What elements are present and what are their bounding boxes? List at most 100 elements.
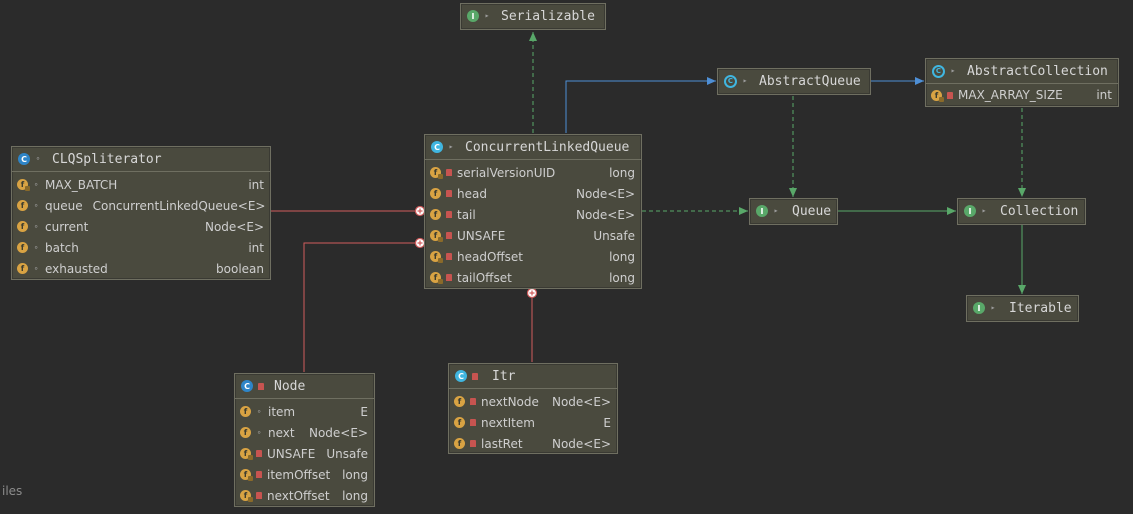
field-name: exhausted xyxy=(45,261,108,276)
field-row[interactable]: f headOffset long xyxy=(425,246,641,267)
package-visibility-icon: ∘ xyxy=(33,263,39,273)
field-row[interactable]: f ∘ item E xyxy=(235,401,374,422)
node-node[interactable]: C Node f ∘ item E f ∘ next Node<E> f UNS… xyxy=(234,373,375,507)
corner-label: iles xyxy=(2,484,23,498)
field-row[interactable]: f nextOffset long xyxy=(235,485,374,506)
field-row[interactable]: f ∘ next Node<E> xyxy=(235,422,374,443)
interface-icon: I xyxy=(756,205,768,217)
node-title: Node xyxy=(274,378,306,394)
field-icon: f xyxy=(454,417,465,428)
static-field-icon: f xyxy=(430,230,443,242)
private-lock-icon xyxy=(446,211,452,218)
field-name: batch xyxy=(45,240,79,255)
interface-icon: I xyxy=(973,302,985,314)
field-name: tail xyxy=(457,207,476,222)
field-row[interactable]: f UNSAFE Unsafe xyxy=(425,225,641,246)
static-field-icon: f xyxy=(430,251,443,263)
field-name: itemOffset xyxy=(267,467,331,482)
field-icon: f xyxy=(17,200,28,211)
abstract-class-icon: C xyxy=(932,64,945,78)
field-row[interactable]: f nextNode Node<E> xyxy=(449,391,617,412)
field-row[interactable]: f ∘ current Node<E> xyxy=(12,216,270,237)
node-abstract-collection[interactable]: C ▸ AbstractCollection f MAX_ARRAY_SIZE … xyxy=(925,58,1119,107)
field-row[interactable]: f lastRet Node<E> xyxy=(449,433,617,454)
field-type: long xyxy=(609,249,635,264)
interface-icon: I xyxy=(964,205,976,217)
field-name: MAX_ARRAY_SIZE xyxy=(958,88,1063,102)
field-row[interactable]: f serialVersionUID long xyxy=(425,162,641,183)
field-row[interactable]: f tail Node<E> xyxy=(425,204,641,225)
field-name: UNSAFE xyxy=(457,228,506,243)
node-title: Serializable xyxy=(501,8,595,24)
package-visibility-icon: ∘ xyxy=(256,406,262,416)
node-title: ConcurrentLinkedQueue xyxy=(465,139,630,155)
field-type: int xyxy=(248,177,264,192)
node-serializable[interactable]: I ▸ Serializable xyxy=(460,3,606,30)
static-field-icon: f xyxy=(430,167,443,179)
field-row[interactable]: f ∘ MAX_BATCH int xyxy=(12,174,270,195)
public-visibility-icon: ▸ xyxy=(484,11,490,20)
field-row[interactable]: f itemOffset long xyxy=(235,464,374,485)
field-name: queue xyxy=(45,198,83,213)
static-class-icon: C xyxy=(18,153,30,165)
field-type: Unsafe xyxy=(326,446,368,461)
node-abstract-queue[interactable]: C ▸ AbstractQueue xyxy=(717,68,871,95)
field-type: long xyxy=(609,165,635,180)
package-visibility-icon: ∘ xyxy=(33,200,39,210)
node-concurrent-linked-queue[interactable]: C ▸ ConcurrentLinkedQueue f serialVersio… xyxy=(424,134,642,289)
node-clq-spliterator[interactable]: C ∘ CLQSpliterator f ∘ MAX_BATCH int f ∘… xyxy=(11,146,271,280)
field-name: serialVersionUID xyxy=(457,165,556,180)
field-type: long xyxy=(342,467,368,482)
field-type: boolean xyxy=(216,261,264,276)
node-title: CLQSpliterator xyxy=(52,151,162,167)
node-collection[interactable]: I ▸ Collection xyxy=(957,198,1086,225)
field-name: nextItem xyxy=(481,415,535,430)
field-row[interactable]: f ∘ queue ConcurrentLinkedQueue<E> xyxy=(12,195,270,216)
field-row[interactable]: f ∘ batch int xyxy=(12,237,270,258)
field-row[interactable]: f tailOffset long xyxy=(425,267,641,288)
edge-clq-abstractqueue xyxy=(565,77,716,133)
private-lock-icon xyxy=(258,382,264,390)
node-title: AbstractQueue xyxy=(759,73,861,89)
private-lock-icon xyxy=(446,232,452,239)
private-lock-icon xyxy=(446,190,452,197)
class-icon: C xyxy=(455,370,467,382)
field-type: int xyxy=(1096,88,1112,102)
field-icon: f xyxy=(454,438,465,449)
field-name: head xyxy=(457,186,487,201)
field-type: Node<E> xyxy=(204,219,264,234)
field-type: Node<E> xyxy=(308,425,368,440)
edge-inner-node xyxy=(303,242,420,372)
field-row[interactable]: f MAX_ARRAY_SIZE int xyxy=(926,84,1118,106)
field-type: E xyxy=(603,415,611,430)
static-field-icon: f xyxy=(931,89,944,102)
private-lock-icon xyxy=(470,419,476,426)
package-visibility-icon: ∘ xyxy=(33,242,39,252)
abstract-class-icon: C xyxy=(724,74,737,88)
field-icon: f xyxy=(17,263,28,274)
node-iterable[interactable]: I ▸ Iterable xyxy=(966,295,1079,322)
node-queue[interactable]: I ▸ Queue xyxy=(749,198,838,225)
field-icon: f xyxy=(430,209,441,220)
private-lock-icon xyxy=(446,274,452,281)
field-row[interactable]: f head Node<E> xyxy=(425,183,641,204)
field-type: int xyxy=(248,240,264,255)
field-icon: f xyxy=(430,188,441,199)
field-row[interactable]: f nextItem E xyxy=(449,412,617,433)
node-itr[interactable]: C Itr f nextNode Node<E> f nextItem E f … xyxy=(448,363,618,454)
field-name: current xyxy=(45,219,89,234)
field-row[interactable]: f ∘ exhausted boolean xyxy=(12,258,270,279)
static-field-icon: f xyxy=(240,469,253,481)
private-lock-icon xyxy=(256,450,262,457)
private-lock-icon xyxy=(446,169,452,176)
public-visibility-icon: ▸ xyxy=(950,66,956,75)
field-name: headOffset xyxy=(457,249,524,264)
node-title: Collection xyxy=(1000,203,1079,219)
static-field-icon: f xyxy=(17,179,30,191)
static-field-icon: f xyxy=(240,490,253,502)
field-row[interactable]: f UNSAFE Unsafe xyxy=(235,443,374,464)
package-visibility-icon: ∘ xyxy=(33,179,39,189)
private-lock-icon xyxy=(256,471,262,478)
field-icon: f xyxy=(17,221,28,232)
field-type: Node<E> xyxy=(575,186,635,201)
